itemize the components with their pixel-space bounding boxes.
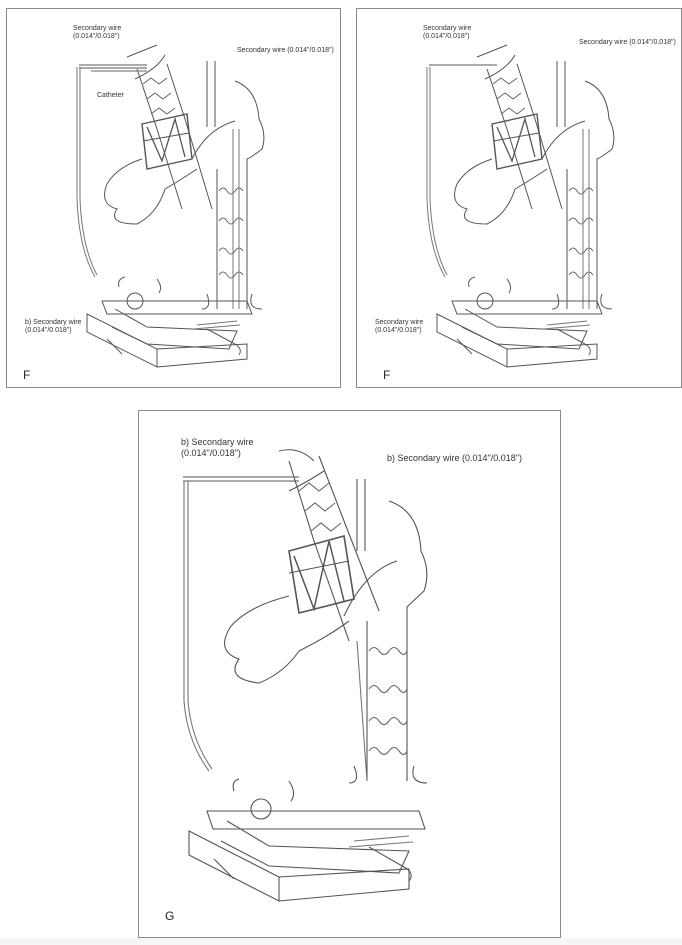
catheter-label: Catheter xyxy=(97,92,124,100)
wire-label-line2: (0.014"/0.018") xyxy=(375,327,423,335)
panel-f-right: Secondary wire (0.014"/0.018") Secondary… xyxy=(356,8,682,388)
bottom-wire-label: b) Secondary wire (0.014"/0.018") xyxy=(25,319,81,336)
aortic-stent-diagram-g xyxy=(139,411,561,938)
wire-label-line2: (0.014"/0.018") xyxy=(73,33,121,41)
bottom-strip xyxy=(0,938,682,945)
wire-label-line2: (0.014"/0.018") xyxy=(25,327,81,335)
panel-g: b) Secondary wire (0.014"/0.018") b) Sec… xyxy=(138,410,561,938)
top-right-wire-label: Secondary wire (0.014"/0.018") xyxy=(237,47,334,55)
wire-label-line1: Secondary wire xyxy=(375,319,423,327)
panel-f-left: Secondary wire (0.014"/0.018") Secondary… xyxy=(6,8,341,388)
panel-letter: G xyxy=(165,909,174,923)
top-right-wire-label: Secondary wire (0.014"/0.018") xyxy=(579,39,676,47)
bottom-wire-label: Secondary wire (0.014"/0.018") xyxy=(375,319,423,336)
top-left-wire-label: Secondary wire (0.014"/0.018") xyxy=(423,25,471,42)
top-left-wire-label: b) Secondary wire (0.014"/0.018") xyxy=(181,437,254,459)
wire-label-line2: (0.014"/0.018") xyxy=(423,33,471,41)
wire-label-line1: b) Secondary wire xyxy=(25,319,81,327)
top-right-wire-label: b) Secondary wire (0.014"/0.018") xyxy=(387,453,522,464)
panel-letter: F xyxy=(383,368,390,382)
wire-label-line2: (0.014"/0.018") xyxy=(181,448,254,459)
wire-label-line1: Secondary wire xyxy=(423,25,471,33)
wire-label-line1: Secondary wire xyxy=(73,25,121,33)
panel-letter: F xyxy=(23,368,30,382)
wire-label-line1: b) Secondary wire xyxy=(181,437,254,448)
top-left-wire-label: Secondary wire (0.014"/0.018") xyxy=(73,25,121,42)
